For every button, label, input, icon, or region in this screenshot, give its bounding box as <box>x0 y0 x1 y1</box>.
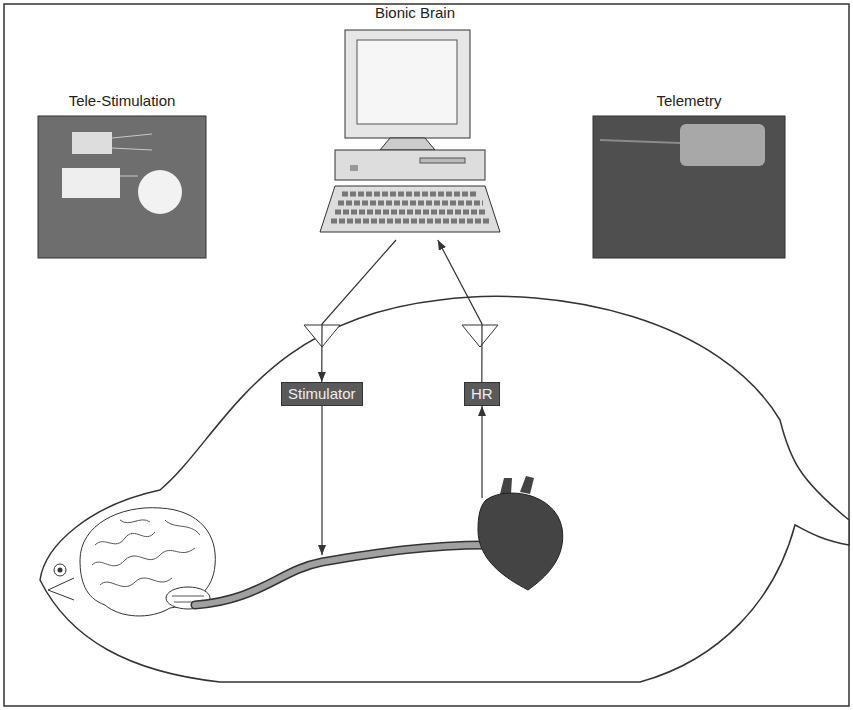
key-row <box>331 219 490 224</box>
device-part <box>72 132 112 154</box>
monitor-stand <box>380 138 435 150</box>
system-unit <box>335 150 485 180</box>
brain-gyri <box>92 520 200 587</box>
box-label: HR <box>471 385 493 403</box>
vagus-nerve <box>195 545 485 605</box>
panel-heading: Bionic Brain <box>320 4 510 22</box>
gyrus <box>120 520 150 523</box>
monitor-screen <box>357 40 457 124</box>
battery-disc <box>138 170 182 214</box>
rat-eye <box>54 564 66 576</box>
signal-arrow <box>438 240 482 382</box>
photo-ground <box>38 116 206 258</box>
antenna-symbol <box>462 325 498 347</box>
signal-arrow <box>322 240 396 382</box>
device-box: HR <box>464 382 500 406</box>
wire <box>120 176 138 177</box>
gyrus <box>165 520 200 535</box>
vagus-nerve-outline <box>195 545 485 605</box>
photo-panel: Tele-Stimulation <box>36 92 208 260</box>
key-row <box>335 210 486 215</box>
stimulation-lead <box>321 405 322 555</box>
wire <box>112 148 152 150</box>
photo-ground <box>593 116 785 258</box>
telemetry-photo <box>593 116 785 258</box>
panel-heading: Telemetry <box>591 92 787 110</box>
wire <box>600 140 680 143</box>
heart-rate-lead <box>481 406 482 498</box>
gyrus <box>100 578 172 587</box>
gyrus <box>95 532 155 545</box>
key-row <box>338 201 483 206</box>
device-box: Stimulator <box>281 382 363 406</box>
transmitter <box>680 124 765 166</box>
box-label: Stimulator <box>288 385 356 403</box>
rat-pupil <box>58 568 63 573</box>
panel-heading: Tele-Stimulation <box>36 92 208 110</box>
device-part <box>62 168 120 198</box>
computer-node: Bionic Brain <box>320 4 510 240</box>
heart-shape <box>478 493 563 590</box>
stimulator-photo <box>38 116 206 258</box>
photo-panel: Telemetry <box>591 92 787 260</box>
keyboard-keys <box>331 194 490 221</box>
rat-outline <box>40 296 849 682</box>
gyrus <box>92 548 195 566</box>
keyboard <box>320 186 500 232</box>
power-button <box>350 165 358 171</box>
figure-frame <box>4 4 849 706</box>
heart <box>478 476 563 590</box>
heart-vessel <box>500 478 512 494</box>
computer-illustration <box>320 30 500 232</box>
cerebrum <box>80 508 215 616</box>
wire <box>112 134 152 138</box>
monitor <box>345 30 470 138</box>
key-row <box>342 192 478 197</box>
brain <box>80 508 215 616</box>
rat-mouth <box>48 578 74 600</box>
drive-slot <box>420 158 465 163</box>
heart-vessel <box>520 476 534 494</box>
